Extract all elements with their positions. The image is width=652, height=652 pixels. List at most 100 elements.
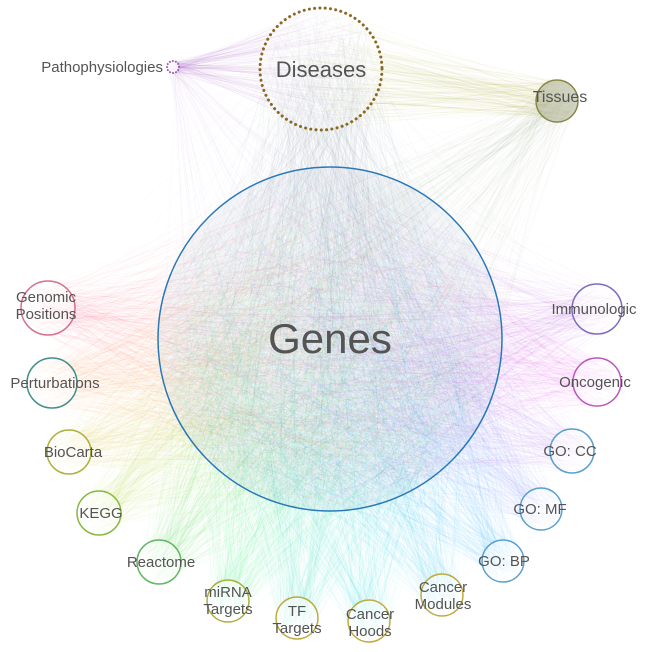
edge bbox=[155, 347, 459, 567]
edge bbox=[311, 72, 556, 98]
node-go_bp[interactable] bbox=[481, 539, 525, 583]
edge bbox=[430, 399, 457, 595]
edge bbox=[217, 230, 325, 619]
edge bbox=[314, 61, 487, 346]
edge bbox=[165, 306, 596, 405]
edge bbox=[365, 292, 585, 372]
edge bbox=[31, 305, 391, 440]
edge bbox=[55, 290, 246, 458]
edge bbox=[67, 301, 326, 460]
node-go_mf[interactable] bbox=[519, 487, 563, 531]
edge bbox=[225, 483, 337, 589]
edge bbox=[342, 23, 538, 101]
edge bbox=[354, 478, 367, 604]
edge bbox=[48, 400, 423, 438]
edge bbox=[352, 75, 360, 284]
edge bbox=[76, 364, 472, 386]
edge bbox=[354, 102, 567, 120]
edge bbox=[331, 53, 345, 423]
node-diseases[interactable] bbox=[258, 6, 384, 132]
node-tissues[interactable] bbox=[535, 79, 579, 123]
edge bbox=[210, 292, 513, 547]
edge bbox=[206, 104, 539, 318]
edge bbox=[382, 324, 601, 387]
edge bbox=[271, 288, 555, 499]
node-cancer_modules[interactable] bbox=[420, 573, 464, 617]
node-genes[interactable] bbox=[157, 166, 503, 512]
edge bbox=[362, 25, 466, 417]
edge bbox=[98, 251, 354, 507]
edge bbox=[408, 266, 582, 371]
edge bbox=[340, 427, 435, 580]
edge bbox=[356, 328, 613, 489]
edge bbox=[166, 313, 554, 454]
edge bbox=[322, 101, 567, 105]
edge bbox=[87, 429, 198, 455]
node-kegg[interactable] bbox=[76, 490, 122, 536]
edge bbox=[231, 417, 324, 619]
edge bbox=[349, 298, 494, 563]
node-biocarta[interactable] bbox=[46, 429, 92, 475]
edge bbox=[195, 107, 551, 419]
label-cancer_hoods-line-1: Cancer bbox=[346, 606, 394, 623]
edge bbox=[70, 274, 302, 301]
edge bbox=[334, 86, 553, 257]
edge bbox=[488, 323, 610, 325]
edge bbox=[31, 339, 474, 389]
edge bbox=[221, 309, 261, 602]
edge bbox=[245, 112, 547, 351]
node-immunologic[interactable] bbox=[571, 283, 623, 335]
edge bbox=[86, 368, 488, 455]
edge bbox=[311, 23, 456, 331]
edge bbox=[227, 330, 248, 607]
edge bbox=[408, 334, 586, 382]
edge bbox=[301, 364, 612, 502]
edge bbox=[233, 28, 363, 352]
edge bbox=[206, 363, 374, 637]
edge bbox=[55, 241, 432, 325]
edge bbox=[298, 336, 373, 608]
label-kegg: KEGG bbox=[79, 505, 122, 522]
node-mirna_targets[interactable] bbox=[206, 579, 250, 623]
edge bbox=[193, 436, 523, 562]
edge bbox=[341, 40, 437, 238]
edge bbox=[307, 267, 443, 587]
edge bbox=[54, 291, 423, 406]
edge bbox=[36, 328, 456, 425]
edge bbox=[118, 286, 257, 506]
edge bbox=[268, 116, 328, 245]
edge bbox=[293, 311, 296, 604]
edge bbox=[27, 317, 374, 377]
edge bbox=[345, 359, 558, 451]
edge bbox=[339, 214, 356, 636]
node-cancer_hoods[interactable] bbox=[347, 599, 391, 643]
edge bbox=[164, 263, 182, 571]
edge bbox=[165, 427, 341, 543]
edge bbox=[398, 270, 492, 577]
edge bbox=[100, 211, 294, 524]
node-perturbations[interactable] bbox=[26, 357, 78, 409]
node-pathophysiologies[interactable] bbox=[166, 60, 180, 74]
edge bbox=[288, 350, 305, 613]
node-tf_targets[interactable] bbox=[275, 596, 319, 640]
edge bbox=[219, 213, 251, 603]
edge bbox=[303, 359, 606, 365]
edge bbox=[91, 406, 239, 497]
edge bbox=[423, 481, 531, 521]
edge bbox=[382, 257, 386, 633]
edge bbox=[236, 347, 473, 605]
edge bbox=[152, 237, 264, 557]
edge bbox=[47, 238, 297, 393]
edge bbox=[262, 48, 369, 253]
edge bbox=[229, 294, 362, 595]
node-oncogenic[interactable] bbox=[572, 357, 622, 407]
edge bbox=[396, 115, 559, 350]
node-genomic_positions[interactable] bbox=[20, 280, 76, 336]
edge bbox=[98, 361, 428, 528]
node-go_cc[interactable] bbox=[549, 428, 595, 474]
edge bbox=[59, 307, 209, 310]
edge bbox=[172, 69, 331, 123]
node-reactome[interactable] bbox=[136, 539, 182, 585]
edge bbox=[271, 307, 610, 382]
